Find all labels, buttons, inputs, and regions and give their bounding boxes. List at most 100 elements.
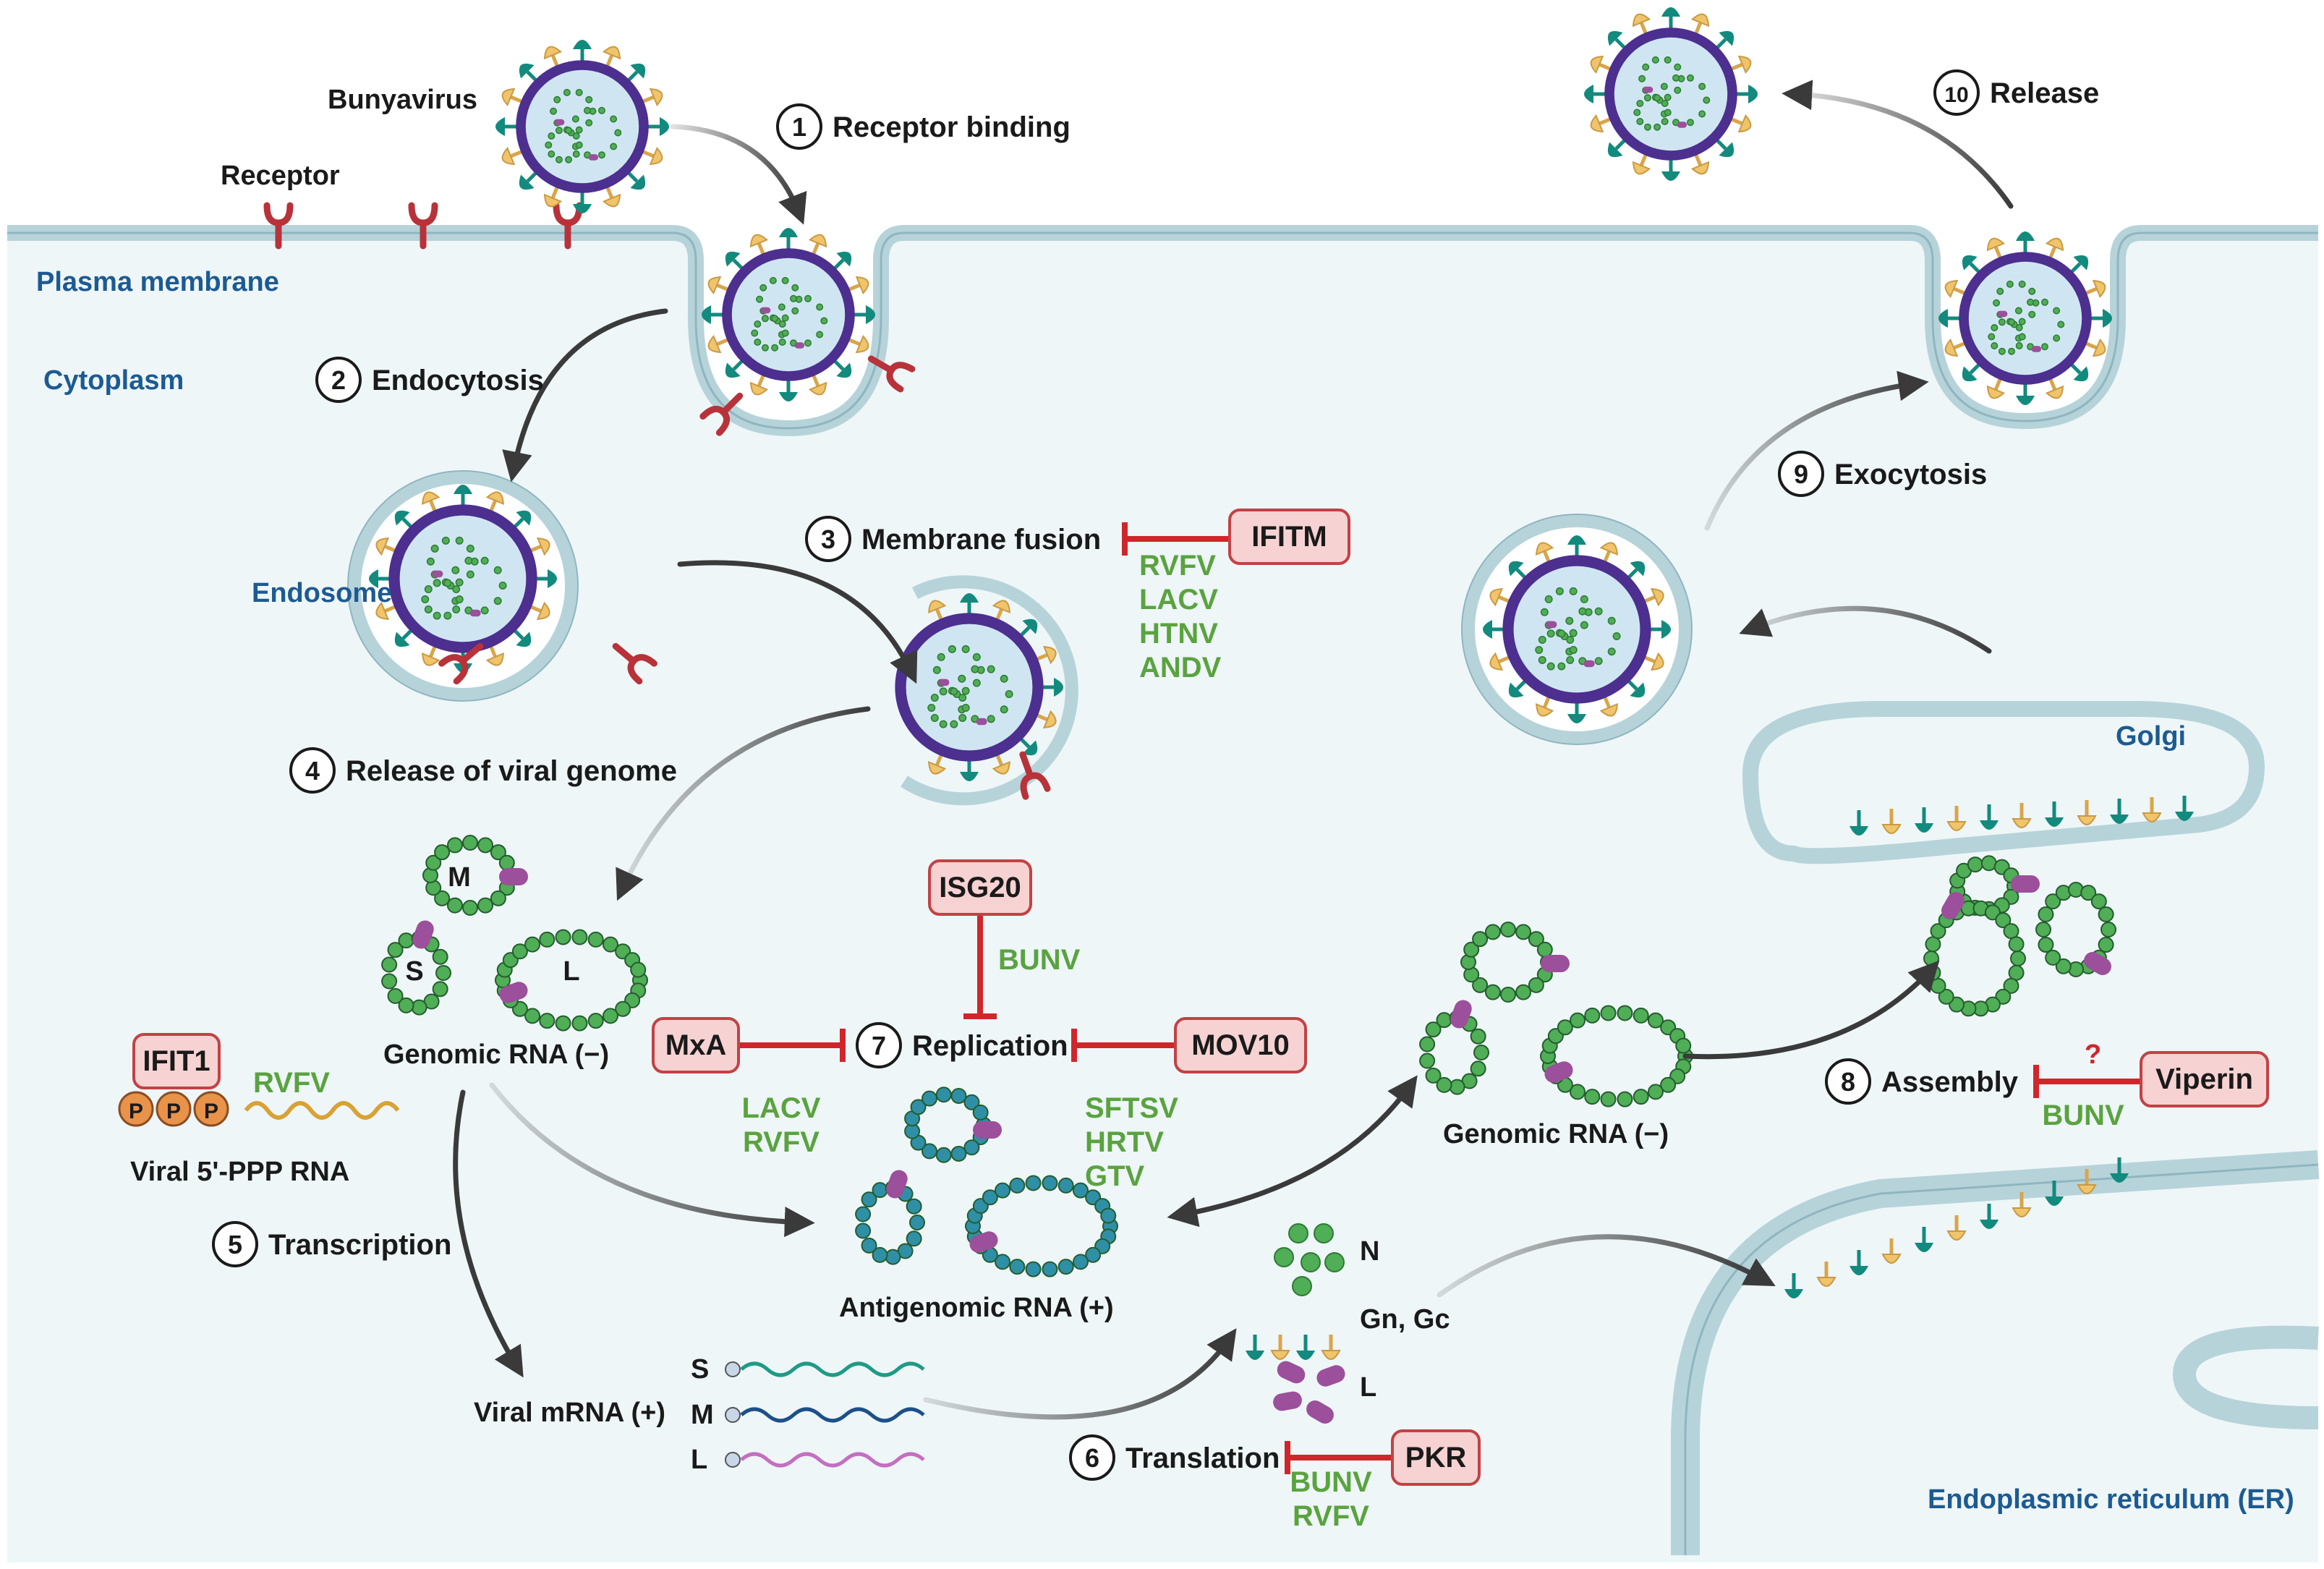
mrna-l-label: L	[691, 1445, 707, 1475]
step-label: Transcription	[268, 1229, 451, 1261]
pkr-name: PKR	[1405, 1442, 1467, 1474]
mxa-box	[652, 1017, 740, 1073]
step-2: 2 Endocytosis	[315, 357, 544, 403]
mxa-virus: RVFV	[743, 1126, 820, 1158]
step-label: Assembly	[1881, 1066, 2019, 1098]
ppp-p1: P	[129, 1100, 143, 1123]
step-label: Receptor binding	[833, 111, 1071, 143]
genomic-right-segment-s	[1419, 1000, 1489, 1095]
step-5: 5 Transcription	[212, 1221, 451, 1267]
step-number: 2	[331, 365, 346, 395]
mov10-virus: HRTV	[1085, 1126, 1164, 1158]
mov10-virus: GTV	[1085, 1160, 1145, 1192]
step-label: Translation	[1125, 1442, 1280, 1474]
genomic-segment-m	[422, 835, 528, 916]
question-mark: ?	[2085, 1039, 2101, 1070]
cell-region	[7, 225, 2318, 1562]
genomic-segment-l	[495, 929, 648, 1032]
step-number: 7	[872, 1031, 886, 1060]
antigenomic-rna-label: Antigenomic RNA (+)	[839, 1293, 1114, 1323]
step-number: 8	[1841, 1067, 1855, 1097]
step-number: 3	[821, 524, 835, 554]
pkr-inhibition	[1285, 1441, 1392, 1474]
arrow-endocytosis	[502, 308, 668, 482]
labels: Plasma membrane Cytoplasm Endosome Golgi…	[36, 85, 2294, 1515]
plasma-membrane-label: Plasma membrane	[36, 267, 279, 297]
arrow-receptor-binding	[670, 124, 807, 225]
step-number: 4	[305, 756, 320, 786]
ifitm-virus: LACV	[1139, 584, 1218, 616]
step-label: Exocytosis	[1834, 459, 1987, 490]
segment-s-label: S	[405, 956, 423, 987]
isg20-box	[928, 859, 1032, 916]
lifecycle-steps: 1 Receptor binding 2 Endocytosis 3 Membrane f…	[212, 69, 2099, 1481]
arrow-golgi-to-vesicle	[1739, 605, 1992, 654]
bunyavirus-in-endosome	[369, 485, 557, 673]
arrow-to-golgi	[1682, 960, 1940, 1060]
protein-l-label: L	[1360, 1372, 1376, 1403]
step-label: Release	[1990, 77, 2099, 109]
viperin-box	[2140, 1051, 2269, 1107]
ifitm-name: IFITM	[1251, 521, 1327, 553]
mxa-name: MxA	[665, 1029, 726, 1061]
viperin-virus: BUNV	[2042, 1100, 2124, 1131]
ppp-p3: P	[204, 1100, 218, 1123]
mxa-virus: LACV	[742, 1092, 821, 1124]
ppp-p2: P	[166, 1100, 181, 1123]
translated-proteins	[1246, 1223, 1345, 1424]
receptor-label: Receptor	[221, 161, 340, 191]
viperin-inhibition	[2033, 1065, 2141, 1098]
ifitm-box	[1228, 509, 1350, 565]
ifit1-name: IFIT1	[142, 1045, 210, 1077]
arrow-transcription	[453, 1089, 524, 1378]
bunyavirus-endocytosing	[702, 228, 875, 401]
bunyavirus-label: Bunyavirus	[328, 85, 477, 115]
arrow-mrna-to-translation	[923, 1328, 1237, 1420]
arrow-release-genome	[616, 706, 871, 901]
segment-l-label: L	[563, 956, 579, 987]
mov10-virus: SFTSV	[1085, 1092, 1178, 1124]
arrow-to-antigenomic	[489, 1082, 815, 1238]
step-label: Membrane fusion	[861, 524, 1101, 556]
step-number: 6	[1085, 1443, 1099, 1473]
endoplasmic-reticulum	[1671, 1150, 2320, 1555]
golgi-label: Golgi	[2116, 721, 2186, 752]
step-label: Release of viral genome	[346, 755, 677, 787]
step-4: 4 Release of viral genome	[289, 747, 677, 794]
isg20-virus: BUNV	[998, 944, 1081, 976]
genomic-segment-s	[381, 920, 451, 1016]
genomic-right-segment-l	[1540, 1005, 1693, 1107]
step-6: 6 Translation	[1069, 1434, 1280, 1481]
ppp-rna-strand	[244, 1101, 400, 1120]
step-label: Endocytosis	[372, 365, 544, 396]
bunyavirus-released	[1584, 7, 1758, 181]
step-8: 8 Assembly	[1825, 1058, 2019, 1105]
ppp-rna: P P P	[118, 1091, 400, 1127]
step-number: 5	[228, 1230, 242, 1259]
pathway-arrows	[453, 80, 2014, 1420]
mov10-name: MOV10	[1191, 1029, 1290, 1061]
bunyavirus-in-vesicle	[1483, 535, 1671, 723]
genomic-rna-right-label: Genomic RNA (−)	[1443, 1119, 1669, 1149]
genomic-rna-left-label: Genomic RNA (−)	[383, 1039, 609, 1070]
arrow-exocytosis	[1704, 370, 1929, 531]
step-3: 3 Membrane fusion	[805, 516, 1101, 562]
bunyavirus-budding	[1938, 231, 2112, 405]
cytoplasm-label: Cytoplasm	[43, 365, 184, 396]
ifit1-virus: RVFV	[253, 1067, 330, 1099]
step-number: 1	[792, 112, 806, 142]
isg20-inhibition	[963, 915, 997, 1019]
segment-m-label: M	[448, 862, 471, 893]
inhibition-lines	[738, 522, 2141, 1474]
arrow-release	[1782, 80, 2014, 209]
mov10-inhibition	[1071, 1029, 1175, 1062]
